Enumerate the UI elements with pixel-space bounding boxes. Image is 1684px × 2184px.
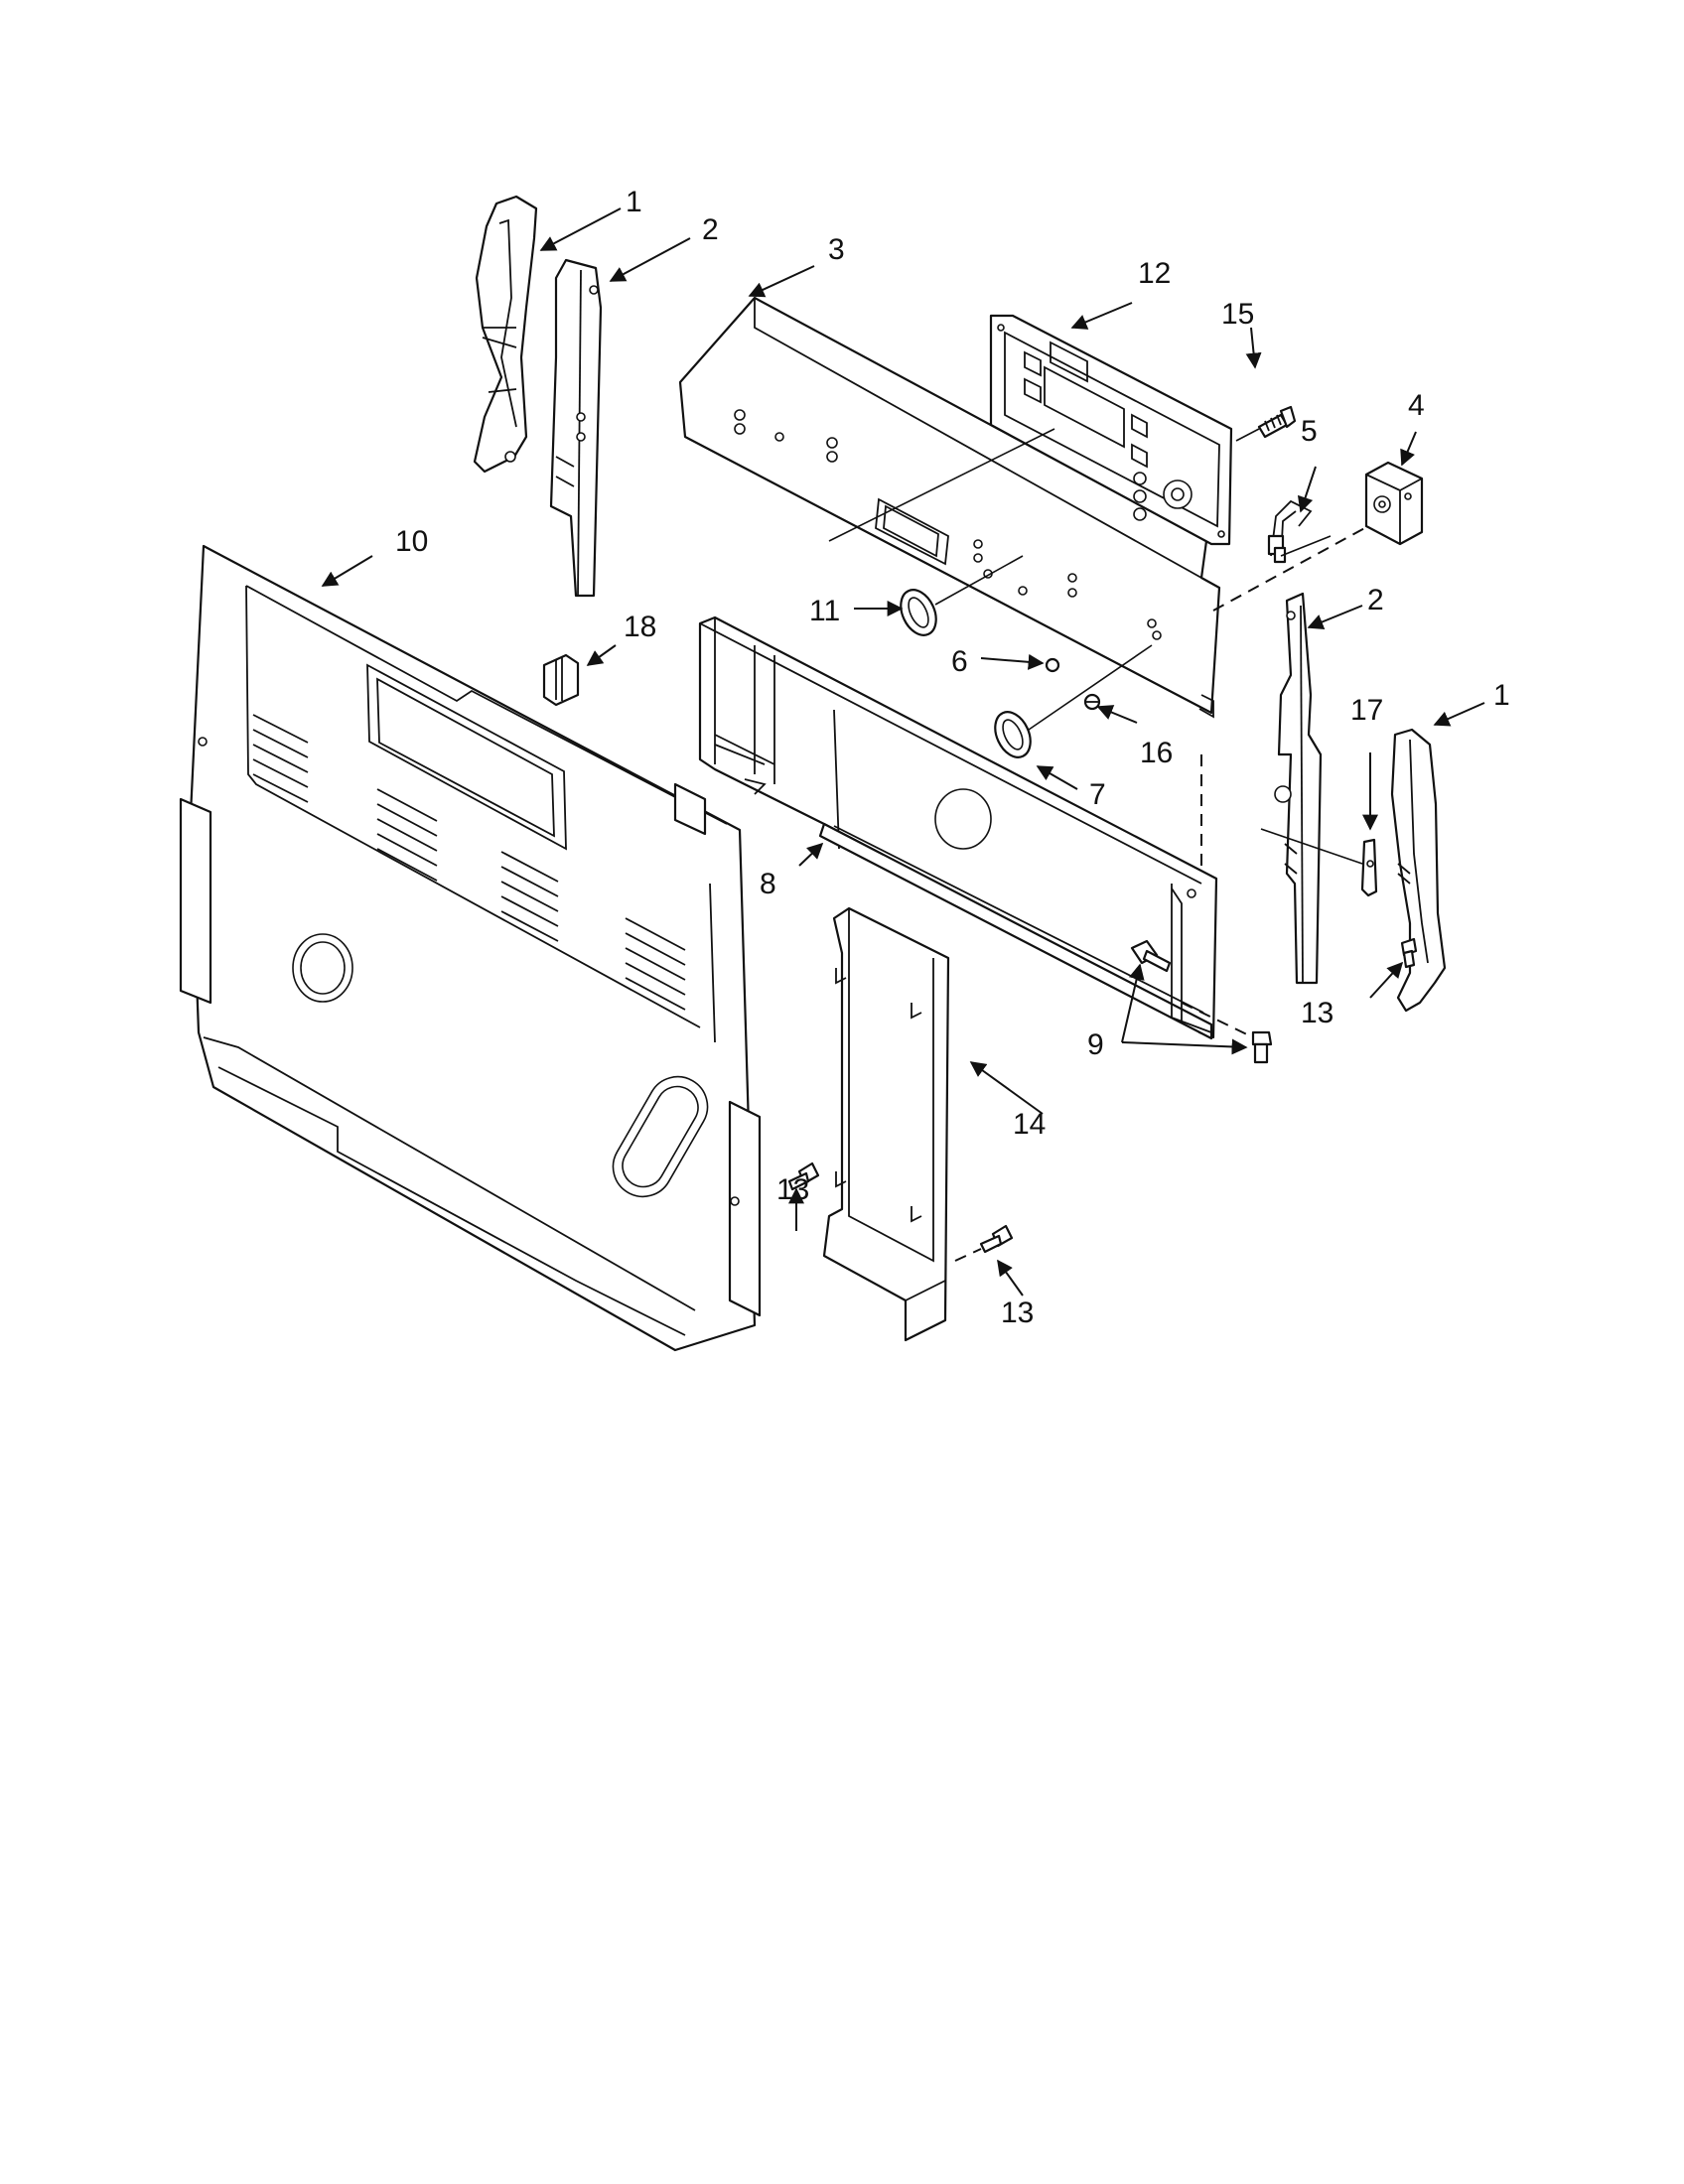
callout-13-middle: 13 [776, 1173, 809, 1206]
callout-7: 7 [1089, 778, 1106, 811]
rear-panel-oval-opening [612, 1075, 709, 1198]
alignment-line-1 [1212, 525, 1369, 612]
callout-15: 15 [1221, 298, 1254, 331]
assembly-line-spring [1260, 828, 1363, 865]
callout-11: 11 [809, 595, 840, 627]
callout-10: 10 [395, 525, 428, 558]
switch-block [1364, 461, 1424, 546]
screw-9a [1130, 939, 1172, 973]
knob-7 [994, 711, 1032, 758]
callout-6: 6 [951, 645, 968, 678]
screw-16 [1083, 693, 1101, 711]
right-side-bracket [1274, 592, 1323, 985]
assembly-line-wire [1280, 535, 1332, 557]
callout-16: 16 [1140, 737, 1173, 769]
callout-9: 9 [1087, 1028, 1104, 1061]
vent-louvers-1 [252, 714, 309, 803]
screw-13-lower [979, 1224, 1014, 1254]
knob-11 [900, 589, 937, 636]
assembly-line-control [828, 428, 1055, 542]
left-end-cap [473, 195, 538, 474]
assembly-line-screw-15 [1235, 428, 1260, 442]
callout-5: 5 [1301, 415, 1318, 448]
callout-12: 12 [1138, 257, 1171, 290]
alignment-line-3 [1181, 1002, 1254, 1038]
callout-1-right: 1 [1493, 679, 1510, 712]
callout-8: 8 [760, 868, 776, 900]
lower-channel [822, 906, 950, 1342]
callout-3: 3 [828, 233, 845, 266]
assembly-line-knob-11 [934, 555, 1024, 606]
screw-9b [1251, 1030, 1273, 1064]
electronic-control [989, 314, 1233, 546]
screw-15 [1257, 405, 1297, 439]
vent-louvers-3 [500, 851, 559, 942]
assembly-line-knob-7 [1028, 644, 1153, 731]
callout-13-right: 13 [1301, 997, 1333, 1029]
callout-2-right: 2 [1367, 584, 1384, 616]
screw-6 [1045, 657, 1060, 673]
left-side-bracket [549, 258, 603, 598]
screw-13-middle [787, 1161, 820, 1191]
vent-louvers-2 [376, 788, 438, 882]
manifold-panel [698, 615, 1218, 1040]
leader-arrows [321, 207, 1485, 1297]
callout-4: 4 [1408, 389, 1425, 422]
callout-1-left: 1 [626, 186, 642, 218]
spring-clip [1360, 838, 1378, 897]
screw-13-right [1400, 937, 1418, 969]
manifold-round-opening [934, 788, 992, 850]
alignment-line-4 [954, 1248, 982, 1262]
vent-louvers-4 [625, 917, 686, 1011]
callout-13-lower: 13 [1001, 1297, 1034, 1329]
callout-2-left: 2 [702, 213, 719, 246]
callout-18: 18 [624, 611, 656, 643]
right-end-cap [1390, 728, 1447, 1013]
callout-17: 17 [1350, 694, 1383, 727]
control-panel [678, 296, 1221, 719]
wire-clip [542, 653, 580, 707]
rear-panel [179, 544, 762, 1352]
callout-14: 14 [1013, 1108, 1046, 1141]
